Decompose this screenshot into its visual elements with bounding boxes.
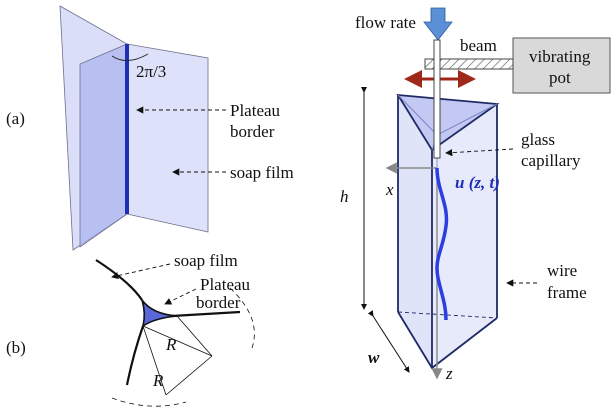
- frame-face-left: [398, 95, 432, 368]
- panel-a-tag: (a): [6, 109, 25, 128]
- frame-top: [396, 93, 500, 152]
- panel-a: 2π/3 (a) Plateau border soap film: [6, 5, 294, 251]
- capillary-label-1: glass: [521, 130, 555, 149]
- film-plane-2: [436, 103, 498, 136]
- soap-film-left: [79, 43, 128, 248]
- radius-line-1: [176, 315, 213, 357]
- soap-film-lower: [125, 325, 145, 386]
- pot-label-2: pot: [549, 68, 571, 87]
- pot-label-1: vibrating: [529, 47, 591, 66]
- vibrating-pot: [512, 37, 611, 94]
- soap-film-label-b: soap film: [174, 251, 238, 270]
- soap-film-pointer-b: [111, 263, 171, 280]
- angle-arc: [111, 53, 149, 61]
- width-dimension: [367, 310, 410, 373]
- z-axis-label: z: [445, 364, 453, 383]
- plateau-border-section: [141, 299, 178, 328]
- plateau-border-label-2: border: [230, 122, 275, 141]
- plateau-border-label-b-1: Plateau: [200, 275, 251, 294]
- displacement-label: u (z, t): [455, 173, 500, 192]
- panel-b: (b) R R soap film Plateau border: [6, 251, 255, 407]
- film-plane-1: [397, 94, 438, 136]
- flow-rate-arrow: [423, 7, 453, 41]
- panel-c: flow rate vibrating pot beam x z: [340, 7, 611, 383]
- width-label: w: [368, 348, 380, 367]
- displacement-curve: [435, 167, 449, 321]
- plateau-border-label-1: Plateau: [230, 101, 281, 120]
- dashed-arc-right: [229, 287, 255, 349]
- radius-label-1: R: [165, 335, 177, 354]
- dashed-arc-lower: [111, 397, 187, 407]
- height-label: h: [340, 187, 349, 206]
- beam-label: beam: [460, 36, 497, 55]
- soap-film-right-b: [171, 310, 241, 318]
- wire-frame-label-1: wire: [547, 261, 577, 280]
- radius-line-4: [165, 355, 213, 396]
- wire-frame-label-2: frame: [547, 283, 587, 302]
- soap-film-upper: [95, 259, 143, 301]
- plateau-border-label-b-2: border: [196, 293, 241, 312]
- radius-label-2: R: [152, 371, 164, 390]
- frame-face-right: [432, 104, 497, 368]
- panel-b-tag: (b): [6, 338, 26, 357]
- radius-line-3: [142, 325, 167, 396]
- x-axis-label: x: [385, 180, 394, 199]
- glass-capillary: [433, 39, 441, 159]
- flow-rate-label: flow rate: [355, 13, 416, 32]
- capillary-label-2: capillary: [521, 151, 581, 170]
- plateau-border-pointer-b: [164, 288, 197, 305]
- radius-line-2: [142, 325, 213, 357]
- angle-label: 2π/3: [136, 62, 166, 81]
- soap-film-label: soap film: [230, 163, 294, 182]
- beam: [424, 58, 514, 70]
